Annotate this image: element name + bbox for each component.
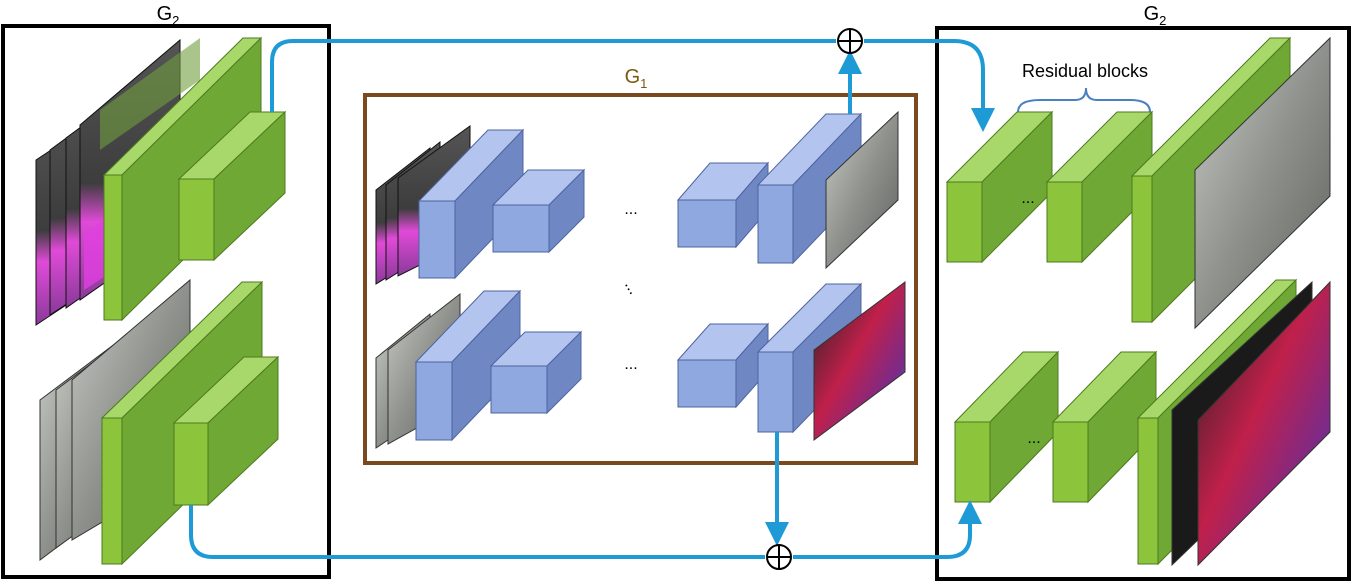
residual-blocks-brace [1017,87,1151,113]
right-upper-ellipsis: ... [1021,190,1034,207]
right-upper-output-image [1194,36,1331,330]
g1-frame [363,93,918,465]
residual-blocks-label: Residual blocks [1022,61,1148,81]
right-g2-label: G2 [1144,3,1167,28]
bottom-sum-to-right-arrow [793,500,982,559]
left-g2-module: G2 [1,3,331,579]
top-sum-node [837,28,863,54]
top-sum-to-right-arrow [864,39,995,132]
center-g1-module: G1 [363,66,918,465]
left-lower-small-block [172,355,280,507]
right-g2-module: G2 Residual blocks ... [935,3,1351,581]
right-lower-block-1 [953,350,1060,504]
left-g2-frame [1,24,331,579]
g1-lower-decoder-small [676,322,770,409]
g1-upper-encoder-small [491,168,586,254]
right-lower-output-flow [1197,280,1331,567]
g1-label: G1 [625,66,648,91]
g1-upper-encoder-large [417,128,525,280]
right-g2-frame [935,26,1351,581]
connection-arrows [189,39,995,559]
g1-lower-encoder-small [489,330,583,415]
g1-lower-ellipsis: ... [624,356,637,373]
bottom-sum-node [766,544,792,570]
right-upper-block-1 [945,110,1054,264]
top-skip-connection [270,39,836,112]
right-lower-ellipsis: ... [1027,430,1040,447]
g1-vertical-ellipsis: ... [621,277,642,297]
g1-upper-ellipsis: ... [624,201,637,218]
left-g2-label: G2 [157,3,180,28]
bottom-skip-connection [189,505,765,559]
g1-lower-output-flow [813,281,906,441]
g1-upper-output-image [825,110,899,270]
g1-upper-decoder-small [676,161,770,249]
right-lower-block-2 [1051,350,1158,504]
left-upper-small-block [177,110,287,262]
g1-lower-encoder-large [414,289,522,442]
right-upper-block-2 [1045,110,1154,264]
